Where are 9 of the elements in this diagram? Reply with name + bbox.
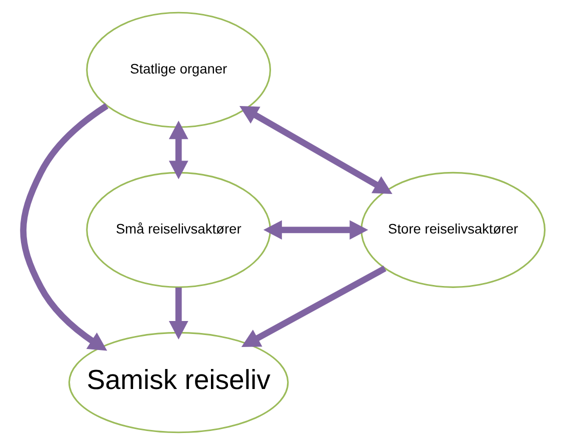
arrow <box>168 120 188 180</box>
arrow <box>240 266 386 348</box>
node-ellipse: Små reiselivsaktører <box>86 172 271 288</box>
arrow <box>238 106 392 194</box>
arrow <box>20 103 108 351</box>
node-ellipse: Statlige organer <box>86 12 271 128</box>
node-ellipse: Store reiselivsaktører <box>360 172 546 288</box>
arrow <box>262 220 368 240</box>
arrow <box>168 287 188 340</box>
